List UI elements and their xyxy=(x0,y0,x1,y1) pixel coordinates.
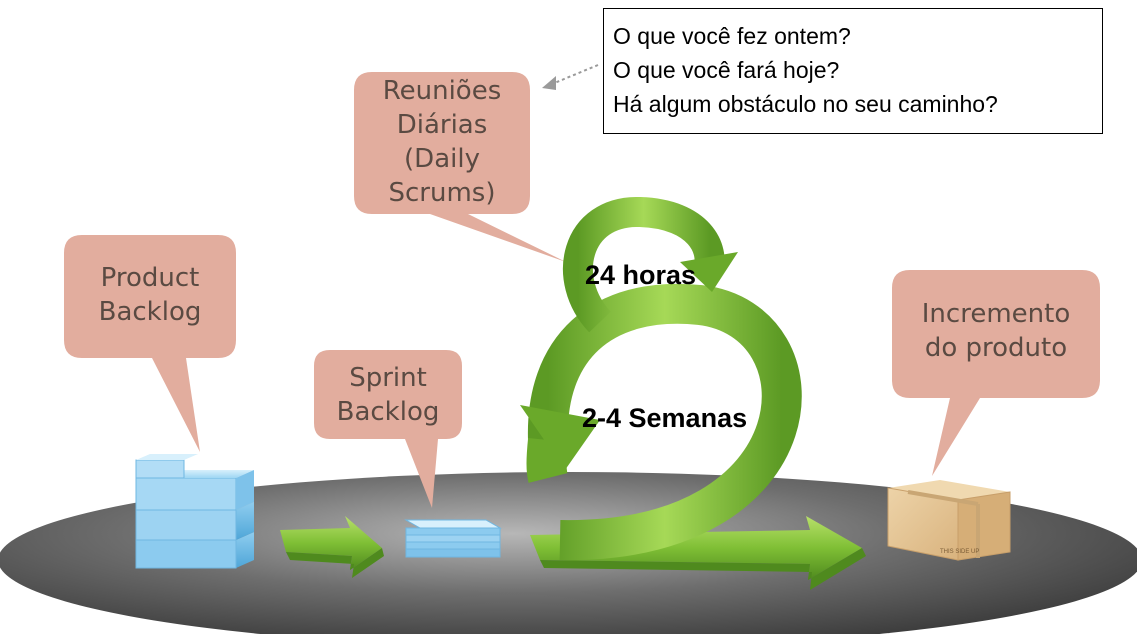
callout-line: (Daily xyxy=(404,144,480,174)
box-label: THIS SIDE UP xyxy=(940,549,979,555)
daily-scrums-label: Reuniões Diárias (Daily Scrums) xyxy=(354,74,530,210)
callout-line: Incremento xyxy=(921,299,1071,329)
callout-daily-scrums xyxy=(354,72,566,262)
arrow-to-sprint xyxy=(280,516,384,578)
sprint-backlog-label: Sprint Backlog xyxy=(314,361,462,429)
sprint-cycle-label: 2-4 Semanas xyxy=(582,403,748,433)
callout-line: Reuniões xyxy=(382,76,502,106)
callout-line: Backlog xyxy=(336,397,440,427)
callout-line: Product xyxy=(100,263,200,293)
callout-sprint-backlog xyxy=(314,350,462,508)
callout-line: Diárias xyxy=(396,110,488,140)
product-increment-box: THIS SIDE UP xyxy=(887,480,1011,561)
daily-questions-box: O que você fez ontem? O que você fará ho… xyxy=(603,8,1103,134)
product-backlog-label: Product Backlog xyxy=(64,261,236,329)
callout-line: Sprint xyxy=(349,363,427,393)
question-line: Há algum obstáculo no seu caminho? xyxy=(613,91,998,117)
callout-line: Backlog xyxy=(98,297,202,327)
callout-product-backlog xyxy=(64,235,236,452)
sprint-cycle-arrow xyxy=(520,197,866,590)
question-line: O que você fez ontem? xyxy=(613,23,851,49)
daily-cycle-label: 24 horas xyxy=(585,260,697,290)
increment-label: Incremento do produto xyxy=(892,297,1100,365)
product-backlog-stack xyxy=(135,454,254,569)
callout-line: Scrums) xyxy=(388,178,496,208)
question-line: O que você fará hoje? xyxy=(613,57,840,83)
callout-increment xyxy=(892,270,1100,476)
callout-line: do produto xyxy=(924,333,1068,363)
dotted-arrow xyxy=(542,64,599,90)
sprint-backlog-stack xyxy=(404,519,502,558)
